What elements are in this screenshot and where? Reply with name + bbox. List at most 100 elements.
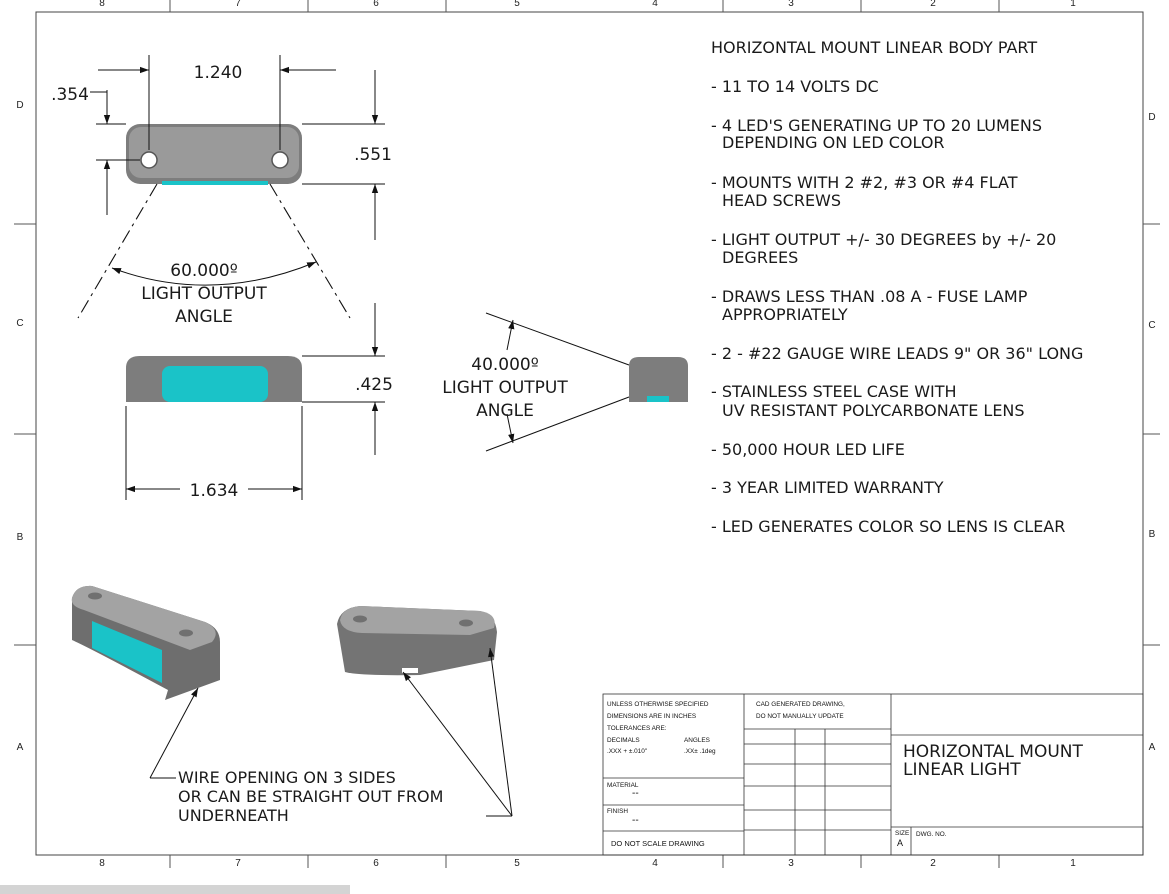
note-mounts-1: - MOUNTS WITH 2 #2, #3 OR #4 FLAT xyxy=(711,173,1018,192)
angle-40-annotation: 40.000º LIGHT OUTPUT ANGLE xyxy=(442,312,630,452)
zone-bottom-6: 6 xyxy=(373,858,379,869)
tb-unless-2: DIMENSIONS ARE IN INCHES xyxy=(607,713,696,720)
dimension-425: .425 xyxy=(302,303,393,455)
zone-left-D: D xyxy=(16,100,23,111)
zone-top-8: 8 xyxy=(99,0,105,9)
wire-opening-leaders xyxy=(149,647,513,817)
angle-40-label-1: LIGHT OUTPUT xyxy=(442,378,568,398)
note-lens: - LED GENERATES COLOR SO LENS IS CLEAR xyxy=(711,517,1065,536)
dim-top-height: .551 xyxy=(354,145,392,165)
tb-size-label: SIZE xyxy=(895,830,909,837)
dim-front-width: 1.634 xyxy=(190,481,239,501)
note-leds-1: - 4 LED'S GENERATING UP TO 20 LUMENS xyxy=(711,116,1042,135)
zone-bottom-8: 8 xyxy=(99,858,105,869)
note-draw-1: - DRAWS LESS THAN .08 A - FUSE LAMP xyxy=(711,287,1028,306)
tb-unless-1: UNLESS OTHERWISE SPECIFIED xyxy=(607,701,709,708)
note-case-2: UV RESISTANT POLYCARBONATE LENS xyxy=(722,401,1025,420)
dim-hole-offset: .354 xyxy=(51,85,89,105)
angle-60-value: 60.000º xyxy=(170,261,238,281)
mount-hole-left xyxy=(140,151,158,169)
zone-top-1: 1 xyxy=(1070,0,1076,9)
callout-line-2: OR CAN BE STRAIGHT OUT FROM xyxy=(178,787,443,806)
note-warranty: - 3 YEAR LIMITED WARRANTY xyxy=(711,478,944,497)
zone-right-C: C xyxy=(1148,320,1155,331)
zone-left-A: A xyxy=(17,742,24,753)
dimension-1240: 1.240 xyxy=(98,55,336,150)
dim-top-width: 1.240 xyxy=(194,63,243,83)
callout-line-3: UNDERNEATH xyxy=(178,806,289,825)
zone-top-5: 5 xyxy=(514,0,520,9)
tb-do-not-scale: DO NOT SCALE DRAWING xyxy=(611,839,705,848)
tb-angle-tolerance: .XX± .1deg xyxy=(684,748,716,755)
drawing-title-2: LINEAR LIGHT xyxy=(903,760,1021,780)
angle-40-label-2: ANGLE xyxy=(476,401,534,421)
top-view-body-face xyxy=(129,127,299,178)
tb-finish-value: -- xyxy=(632,815,639,826)
notes-block: HORIZONTAL MOUNT LINEAR BODY PART - 11 T… xyxy=(711,38,1083,536)
dimension-551: .551 xyxy=(302,70,392,240)
zone-markers-top: 8 7 6 5 4 3 2 1 xyxy=(99,0,1076,12)
angle-60-label-1: LIGHT OUTPUT xyxy=(141,284,267,304)
mount-hole-right xyxy=(271,151,289,169)
tb-finish-label: FINISH xyxy=(607,808,628,815)
iso-left-lens xyxy=(92,621,162,683)
tb-material-value: -- xyxy=(632,788,639,799)
angle-40-value: 40.000º xyxy=(471,355,539,375)
tb-unless-3: TOLERANCES ARE: xyxy=(607,725,667,732)
zone-bottom-3: 3 xyxy=(788,858,794,869)
zone-bottom-1: 1 xyxy=(1070,858,1076,869)
tb-cad-1: CAD GENERATED DRAWING, xyxy=(756,701,845,708)
isometric-view-right xyxy=(337,606,497,676)
tb-decimals: DECIMALS xyxy=(607,737,640,744)
zone-left-B: B xyxy=(17,532,24,543)
front-view xyxy=(126,356,302,402)
zone-markers-sides: D C B A D C B A xyxy=(14,100,1160,753)
title-block: UNLESS OTHERWISE SPECIFIED DIMENSIONS AR… xyxy=(602,693,1144,856)
dimension-354: .354 xyxy=(51,85,140,215)
tb-decimal-tolerance: .XXX + ±.010" xyxy=(607,748,647,755)
zone-bottom-5: 5 xyxy=(514,858,520,869)
zone-bottom-2: 2 xyxy=(930,858,936,869)
viewer-strip xyxy=(0,885,350,894)
note-draw-2: APPROPRIATELY xyxy=(722,305,848,324)
zone-right-B: B xyxy=(1149,529,1156,540)
callout-line-1: WIRE OPENING ON 3 SIDES xyxy=(178,768,396,787)
top-view-lens-edge xyxy=(162,181,268,185)
drawing-title-1: HORIZONTAL MOUNT xyxy=(903,742,1084,762)
top-view xyxy=(126,124,302,185)
note-life: - 50,000 HOUR LED LIFE xyxy=(711,440,905,459)
tb-dwg-no-label: DWG. NO. xyxy=(916,831,947,838)
tb-angles: ANGLES xyxy=(684,737,710,744)
side-view-lens xyxy=(647,396,669,402)
zone-top-2: 2 xyxy=(930,0,936,9)
zone-top-6: 6 xyxy=(373,0,379,9)
note-voltage: - 11 TO 14 VOLTS DC xyxy=(711,77,879,96)
note-case-1: - STAINLESS STEEL CASE WITH xyxy=(711,382,957,401)
isometric-view-left xyxy=(71,585,220,700)
dimension-1634: 1.634 xyxy=(125,406,303,501)
note-output-1: - LIGHT OUTPUT +/- 30 DEGREES by +/- 20 xyxy=(711,230,1056,249)
angle-60-label-2: ANGLE xyxy=(175,307,233,327)
dim-front-height: .425 xyxy=(355,375,393,395)
zone-markers-bottom: 8 7 6 5 4 3 2 1 xyxy=(99,855,1076,869)
note-leds-2: DEPENDING ON LED COLOR xyxy=(722,133,945,152)
tb-size-value: A xyxy=(897,838,903,848)
notes-title: HORIZONTAL MOUNT LINEAR BODY PART xyxy=(711,38,1037,57)
zone-top-3: 3 xyxy=(788,0,794,9)
zone-top-4: 4 xyxy=(652,0,658,9)
zone-top-7: 7 xyxy=(235,0,241,9)
note-output-2: DEGREES xyxy=(722,248,798,267)
side-view-body xyxy=(629,357,688,402)
tb-material-label: MATERIAL xyxy=(607,782,639,789)
side-view xyxy=(629,357,688,402)
note-wire: - 2 - #22 GAUGE WIRE LEADS 9" OR 36" LON… xyxy=(711,344,1083,363)
front-view-lens xyxy=(162,366,268,402)
zone-right-A: A xyxy=(1149,742,1156,753)
angle-60-annotation: 60.000º LIGHT OUTPUT ANGLE xyxy=(77,183,351,327)
zone-bottom-7: 7 xyxy=(235,858,241,869)
zone-bottom-4: 4 xyxy=(652,858,658,869)
wire-opening-callout: WIRE OPENING ON 3 SIDES OR CAN BE STRAIG… xyxy=(178,768,443,825)
tb-cad-2: DO NOT MANUALLY UPDATE xyxy=(756,713,844,720)
zone-right-D: D xyxy=(1148,112,1155,123)
